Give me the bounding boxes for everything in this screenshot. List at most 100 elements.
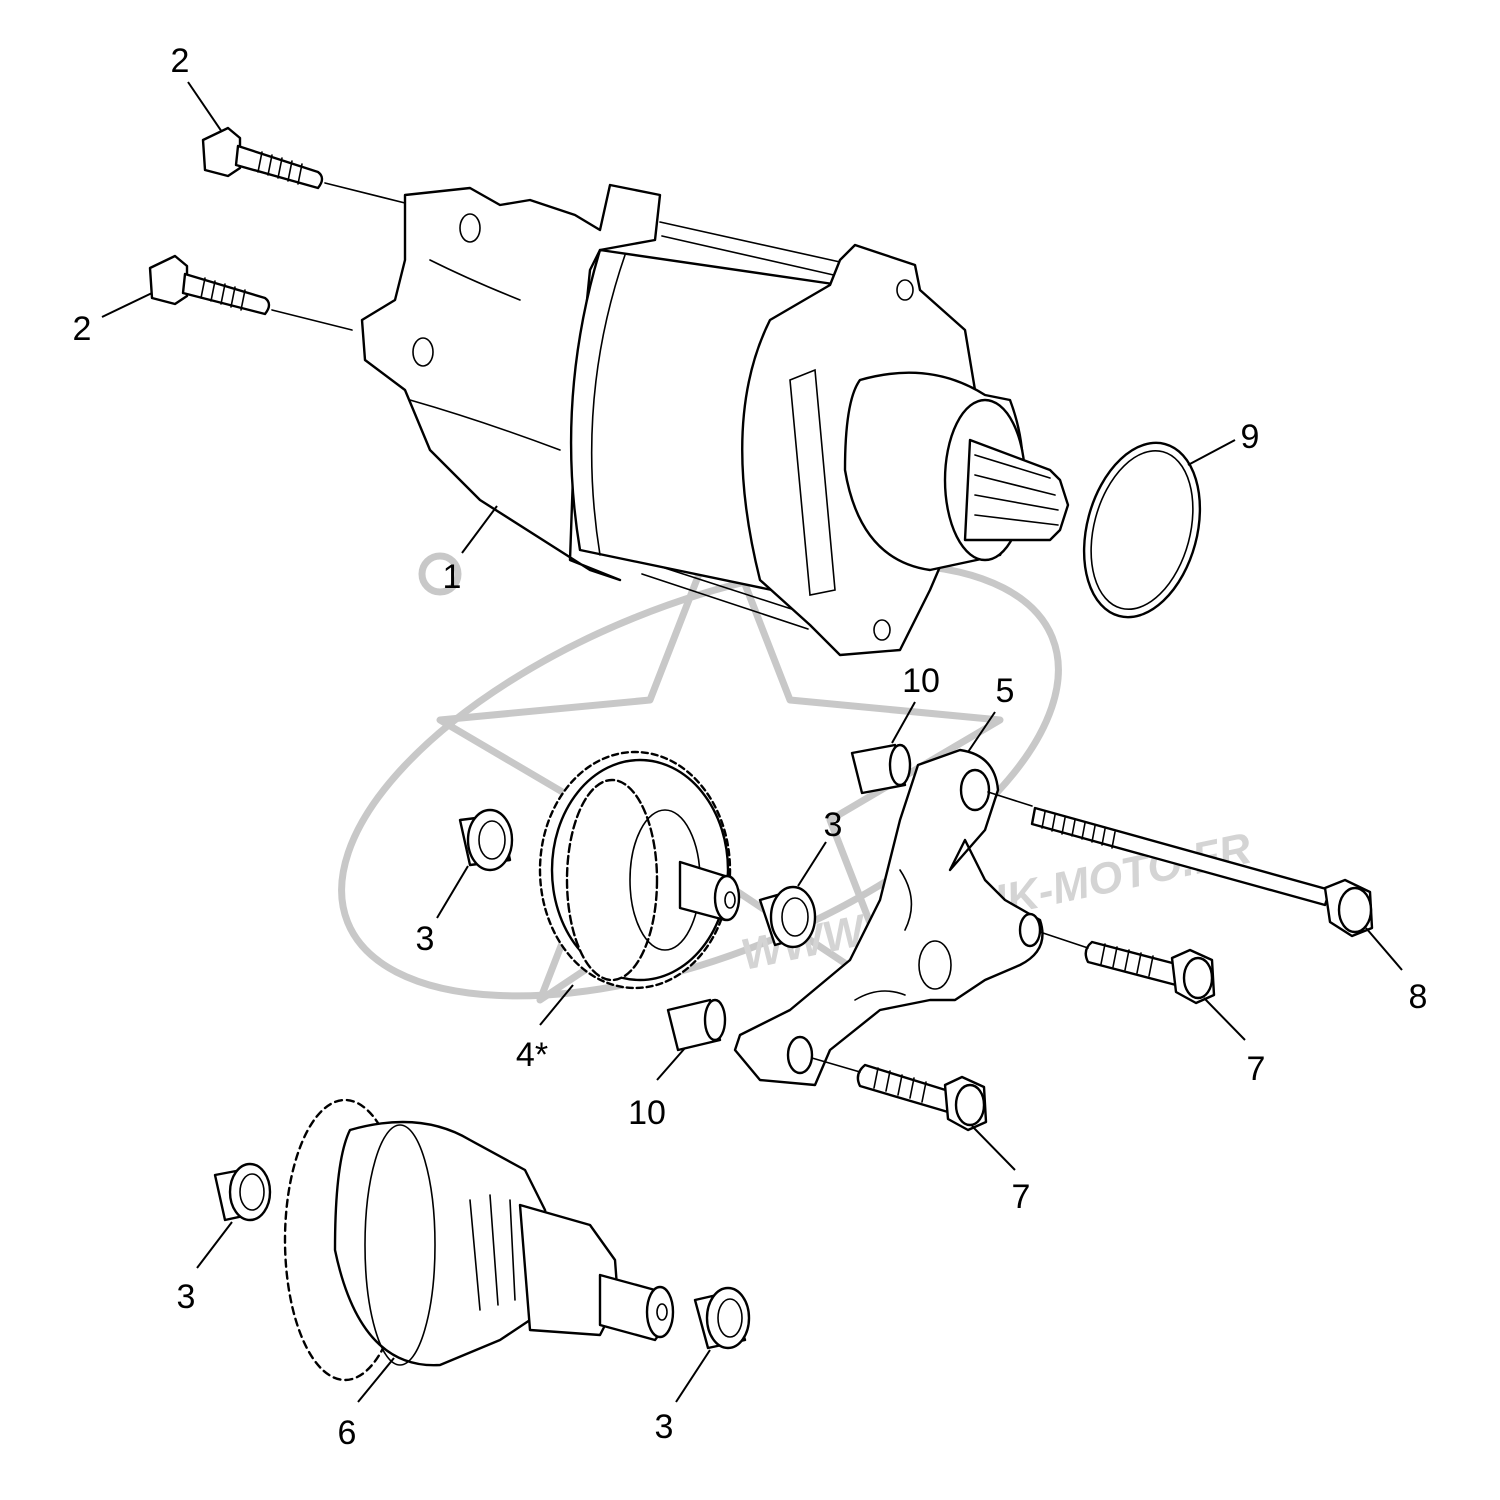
leader-7a — [1203, 997, 1246, 1041]
o-ring-outer — [1082, 441, 1202, 619]
collar-face — [703, 998, 727, 1042]
flange-hole-upper — [896, 279, 914, 301]
bolt-thread — [200, 277, 246, 311]
bracket-bolt-lower — [856, 1063, 988, 1132]
watermark-dot — [418, 552, 462, 596]
callout-6: 6 — [338, 1414, 357, 1452]
rear-cover-detail — [409, 259, 561, 451]
callout-9: 9 — [1241, 418, 1260, 456]
callout-7-right: 7 — [1247, 1050, 1266, 1088]
leader-5 — [967, 711, 996, 753]
gear-small-body — [565, 778, 659, 982]
bolt-shank — [1084, 940, 1182, 987]
starter-motor — [360, 183, 1070, 657]
bracket-body — [733, 748, 1044, 1087]
leader-7b — [971, 1125, 1016, 1171]
callout-2-upper: 2 — [171, 42, 190, 80]
callout-3-lower-right: 3 — [655, 1408, 674, 1446]
flange-slot — [789, 368, 836, 596]
drive-body — [333, 1120, 557, 1367]
bearing-bore — [478, 820, 506, 860]
needle-bearing-center — [758, 885, 817, 949]
bracket-eye-bottom — [786, 1035, 814, 1075]
leader-lines — [101, 81, 1403, 1403]
bracket-rib — [854, 869, 913, 1001]
starter-drive — [283, 1098, 675, 1382]
through-bolt-upper — [659, 221, 841, 277]
leader-4 — [539, 984, 574, 1026]
bolt-head — [201, 126, 242, 178]
leader-9 — [1187, 439, 1236, 466]
gear-shaft-end — [713, 874, 741, 922]
flange-hole-lower — [873, 619, 891, 641]
rear-cover-hole-lower — [412, 337, 434, 367]
bracket-eye-right — [1018, 912, 1042, 948]
motor-body-band — [590, 254, 626, 556]
needle-bearing-lower-right — [693, 1286, 751, 1350]
bolt-thread — [257, 151, 303, 185]
bracket-eye-top — [959, 768, 991, 812]
callout-7-lower: 7 — [1012, 1178, 1031, 1216]
drive-splines — [469, 1194, 516, 1311]
bolt-axis-right — [1039, 931, 1089, 949]
long-bolt-axis — [987, 791, 1033, 807]
callout-10-lower: 10 — [628, 1094, 666, 1132]
gear-shaft-hole — [724, 891, 736, 909]
bolt-axis-line-lower — [271, 309, 353, 331]
leader-8 — [1365, 927, 1403, 971]
bolt-head-face — [1182, 956, 1214, 1000]
bearing-bore — [239, 1173, 265, 1211]
rear-cover-hole-upper — [459, 213, 481, 243]
bolt-head-face — [954, 1083, 986, 1127]
callout-3-center: 3 — [824, 806, 843, 844]
bolt-head — [148, 254, 189, 306]
callout-2-lower: 2 — [73, 310, 92, 348]
bolt-thread — [1100, 943, 1154, 977]
leader-2b — [101, 292, 153, 318]
bolt-axis-line-upper — [324, 182, 406, 204]
leader-3c — [196, 1221, 233, 1269]
o-ring-inner — [1090, 449, 1194, 611]
starter-bracket — [733, 748, 1044, 1087]
bearing-bore — [781, 897, 809, 937]
callout-5: 5 — [996, 672, 1015, 710]
collar-face — [888, 743, 912, 787]
bolt-axis-lower — [811, 1057, 861, 1073]
bolt-thread — [1041, 811, 1116, 849]
output-shaft — [963, 438, 1070, 542]
drive-shaft-hole — [656, 1303, 668, 1321]
bolt-shank — [1030, 806, 1332, 907]
bolt-shank — [856, 1063, 954, 1114]
leader-3a — [436, 865, 469, 919]
watermark-orbit — [338, 560, 1062, 1000]
callout-3-lower-left: 3 — [177, 1278, 196, 1316]
mounting-bolt-upper — [201, 126, 324, 190]
callout-10-upper: 10 — [902, 662, 940, 700]
shaft-splines — [974, 454, 1059, 526]
bolt-shank — [181, 272, 271, 316]
bracket-long-bolt — [1030, 806, 1374, 938]
callout-3-left: 3 — [416, 920, 435, 958]
callout-labels: 2 2 1 9 10 5 3 3 4* 8 7 10 7 3 6 3 — [73, 42, 1428, 1452]
collar-upper — [850, 743, 912, 795]
leader-6 — [357, 1357, 395, 1403]
leader-3b — [797, 841, 827, 887]
bolt-thread — [873, 1067, 927, 1103]
callout-4: 4* — [516, 1036, 548, 1074]
bolt-head-face — [1337, 886, 1373, 934]
idle-gear — [538, 750, 741, 990]
leader-3d — [675, 1349, 711, 1403]
drive-flange-line — [364, 1124, 436, 1366]
leader-2a — [187, 81, 223, 133]
collar-lower — [666, 998, 727, 1052]
bracket-bolt-right — [1084, 940, 1216, 1005]
bearing-bore — [717, 1298, 743, 1338]
bracket-center-hole — [918, 940, 952, 990]
leader-1 — [461, 505, 498, 554]
bearing-face — [705, 1286, 751, 1350]
needle-bearing-lower-left — [213, 1162, 272, 1222]
leader-10b — [656, 1047, 686, 1081]
mounting-bolt-lower — [148, 254, 271, 316]
leader-10a — [891, 701, 916, 744]
